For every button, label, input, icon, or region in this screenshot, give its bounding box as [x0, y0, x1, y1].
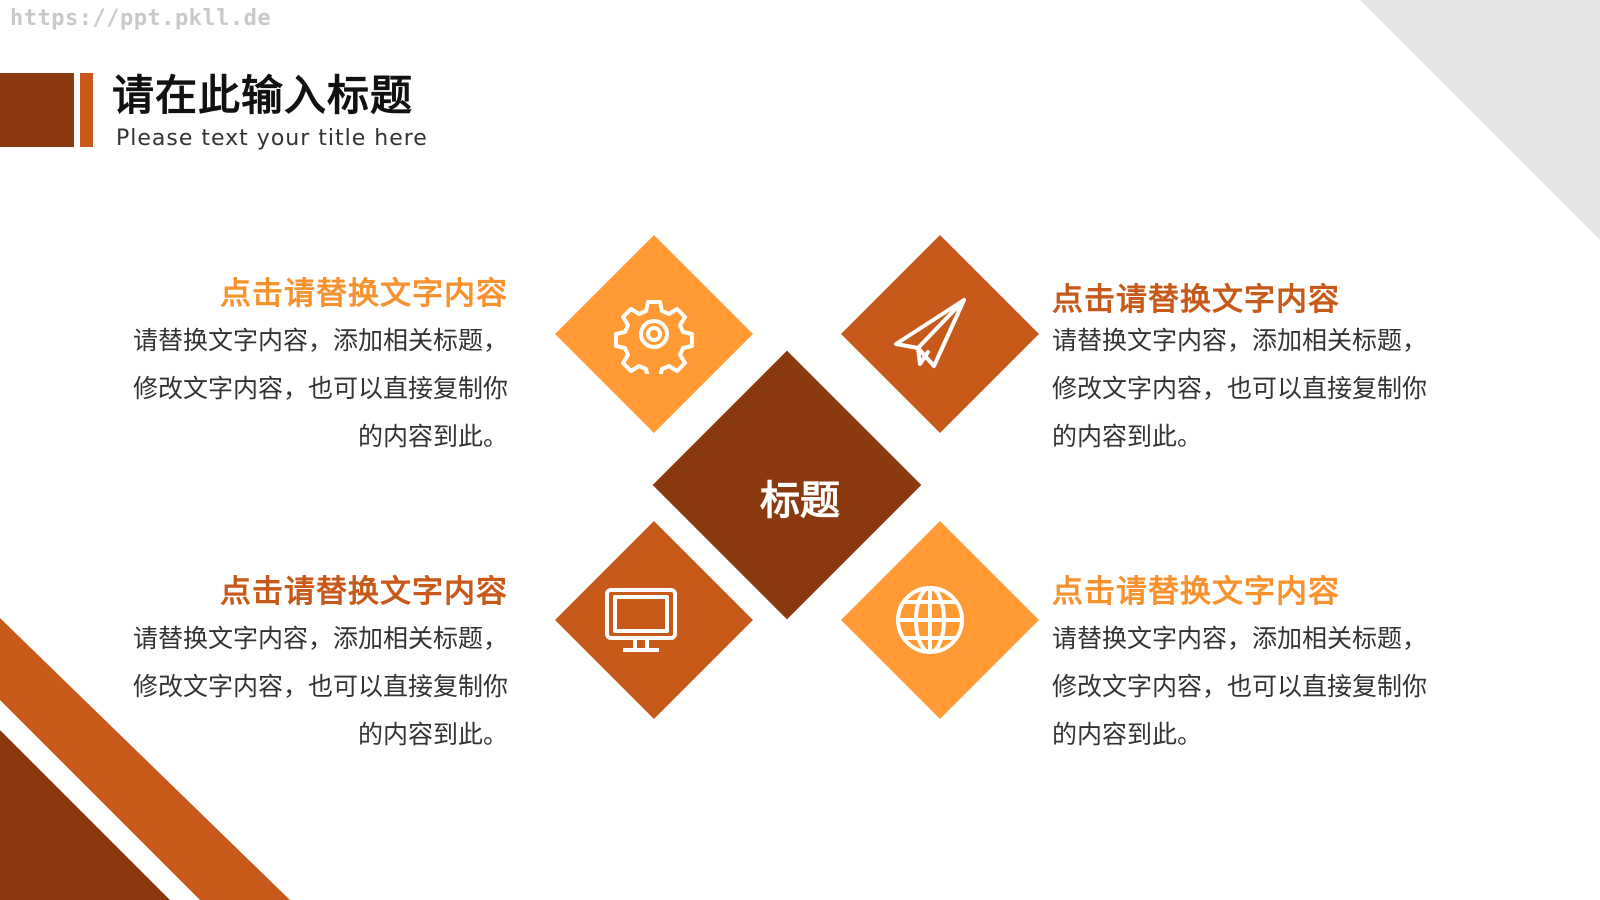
- item-body-line: 的内容到此。: [1052, 720, 1203, 749]
- header-accent-bar: [80, 73, 93, 147]
- item-body: 请替换文字内容，添加相关标题， 修改文字内容，也可以直接复制你 的内容到此。: [108, 317, 508, 461]
- item-body-line: 修改文字内容，也可以直接复制你: [1052, 672, 1428, 701]
- text-block-bottom-left: 点击请替换文字内容 请替换文字内容，添加相关标题， 修改文字内容，也可以直接复制…: [108, 566, 508, 759]
- item-body-line: 请替换文字内容，添加相关标题，: [1052, 624, 1428, 653]
- center-label: 标题: [760, 478, 840, 524]
- item-body: 请替换文字内容，添加相关标题， 修改文字内容，也可以直接复制你 的内容到此。: [1052, 615, 1472, 759]
- item-body-line: 修改文字内容，也可以直接复制你: [132, 672, 508, 701]
- globe-icon: [896, 586, 964, 654]
- corner-decoration-bottom-left: [0, 618, 290, 900]
- item-body-line: 请替换文字内容，添加相关标题，: [132, 326, 508, 355]
- text-block-top-right: 点击请替换文字内容 请替换文字内容，添加相关标题， 修改文字内容，也可以直接复制…: [1052, 274, 1472, 461]
- gear-icon: [614, 300, 694, 374]
- item-heading: 点击请替换文字内容: [1052, 282, 1340, 318]
- page-title: 请在此输入标题: [112, 71, 414, 120]
- paper-plane-icon: [894, 298, 966, 368]
- item-heading: 点击请替换文字内容: [220, 276, 508, 312]
- header-bar: [0, 73, 74, 147]
- item-body-line: 的内容到此。: [1052, 422, 1203, 451]
- item-body-line: 的内容到此。: [357, 720, 508, 749]
- text-block-top-left: 点击请替换文字内容 请替换文字内容，添加相关标题， 修改文字内容，也可以直接复制…: [108, 268, 508, 461]
- item-body-line: 请替换文字内容，添加相关标题，: [1052, 326, 1428, 355]
- text-block-bottom-right: 点击请替换文字内容 请替换文字内容，添加相关标题， 修改文字内容，也可以直接复制…: [1052, 566, 1472, 759]
- item-body-line: 请替换文字内容，添加相关标题，: [132, 624, 508, 653]
- item-body: 请替换文字内容，添加相关标题， 修改文字内容，也可以直接复制你 的内容到此。: [1052, 317, 1472, 461]
- corner-decoration-top-right: [1360, 0, 1600, 240]
- item-body-line: 修改文字内容，也可以直接复制你: [1052, 374, 1428, 403]
- item-heading: 点击请替换文字内容: [1052, 574, 1340, 610]
- item-body: 请替换文字内容，添加相关标题， 修改文字内容，也可以直接复制你 的内容到此。: [108, 615, 508, 759]
- page-subtitle: Please text your title here: [116, 126, 428, 151]
- item-body-line: 的内容到此。: [357, 422, 508, 451]
- item-heading: 点击请替换文字内容: [220, 574, 508, 610]
- watermark-url: https://ppt.pkll.de: [10, 6, 272, 31]
- monitor-icon: [605, 588, 677, 652]
- item-body-line: 修改文字内容，也可以直接复制你: [132, 374, 508, 403]
